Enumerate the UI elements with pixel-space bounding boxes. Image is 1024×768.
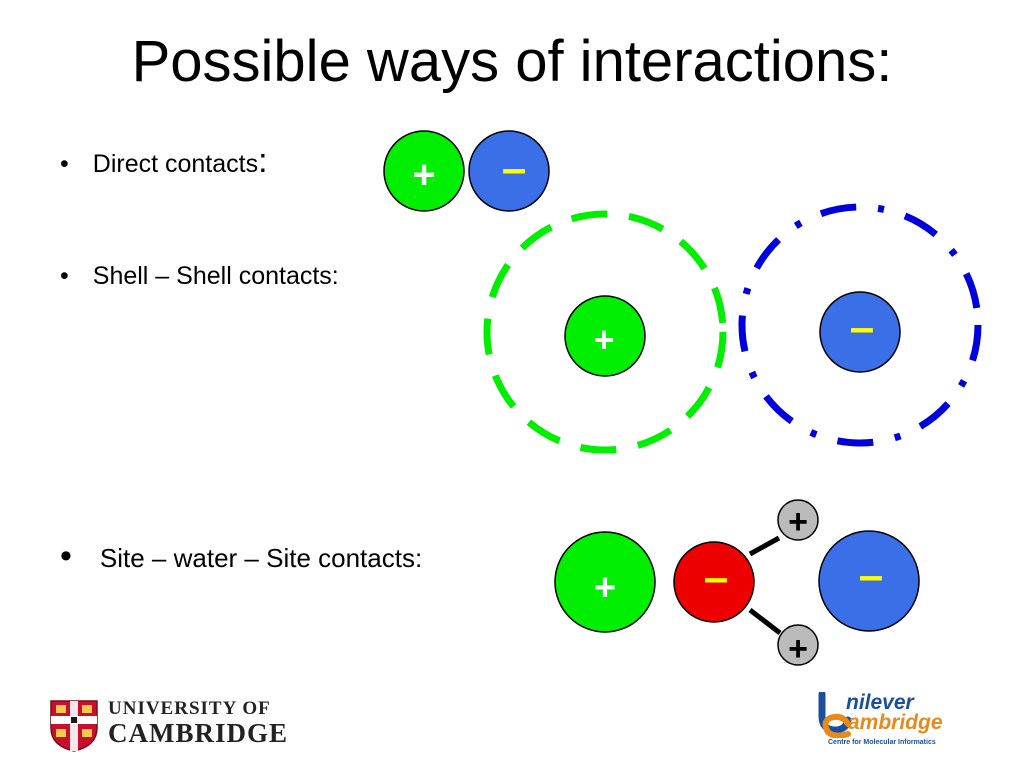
positive-ion — [383, 130, 465, 212]
negative-ion — [818, 530, 920, 632]
shell-contact-pair: + – — [483, 203, 982, 454]
unilever-logo-subtitle: Centre for Molecular Informatics — [828, 739, 936, 746]
bullet-text: Site – water – Site contacts: — [99, 543, 423, 573]
plus-sign: + — [593, 319, 614, 360]
water-oxygen — [673, 541, 755, 623]
plus-sign: + — [412, 153, 435, 197]
cambridge-shield-icon — [50, 700, 98, 752]
bullet-marker: • — [60, 262, 69, 290]
minus-sign: – — [502, 144, 526, 193]
bullet-colon: : — [258, 142, 268, 180]
bullet-text: Shell – Shell contacts: — [92, 262, 339, 290]
negative-ion — [819, 291, 901, 373]
hydrogen-plus-sign: + — [788, 630, 808, 668]
bullet-marker: • — [60, 150, 69, 178]
green-solvation-shell — [483, 210, 727, 454]
negative-ion — [468, 130, 550, 212]
unilever-logo-line2: ambridge — [848, 711, 943, 734]
positive-ion — [554, 531, 656, 633]
plus-sign: + — [594, 567, 616, 609]
oh-bond-bottom — [748, 608, 782, 635]
bullet-shell-contacts: • Shell – Shell contacts: — [60, 262, 339, 291]
bullet-text: Direct contacts — [92, 150, 259, 178]
water-hydrogen-top — [777, 499, 819, 541]
bullet-site-water-site-contacts: • Site – water – Site contacts: — [60, 537, 422, 576]
bullet-marker: • — [60, 537, 72, 575]
direct-contact-pair: + – — [383, 130, 550, 212]
positive-ion — [564, 295, 646, 377]
oh-bond-top — [748, 535, 781, 557]
unilever-cambridge-monogram-icon — [818, 692, 852, 738]
unilever-logo-line1: nilever — [846, 691, 914, 714]
slide-title: Possible ways of interactions: — [131, 29, 893, 94]
unilever-cambridge-logo: nilever ambridge Centre for Molecular In… — [818, 690, 978, 752]
water-hydrogen-bottom — [777, 624, 819, 666]
blue-solvation-shell — [738, 203, 982, 447]
cambridge-logo-line2: CAMBRIDGE — [108, 718, 289, 748]
hydrogen-plus-sign: + — [788, 503, 808, 541]
minus-sign: – — [704, 553, 728, 602]
minus-sign: – — [850, 303, 874, 352]
minus-sign: – — [859, 551, 883, 600]
bullet-direct-contacts: • Direct contacts: — [60, 142, 268, 181]
cambridge-logo-line1: UNIVERSITY OF — [108, 698, 271, 719]
site-water-site-group: + – – + + — [554, 499, 920, 668]
